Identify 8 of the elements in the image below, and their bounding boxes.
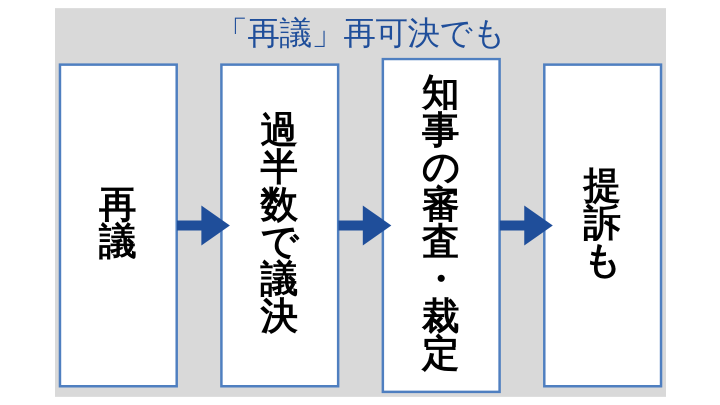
arrow bbox=[176, 206, 230, 246]
node-box: 知事の審査・裁定 bbox=[381, 58, 500, 394]
node-box: 提訴も bbox=[542, 63, 662, 388]
arrow bbox=[499, 206, 552, 246]
node-box: 過半数で議決 bbox=[220, 63, 339, 388]
diagram-title: 「再議」再可決でも bbox=[215, 14, 505, 52]
node-box: 再議 bbox=[58, 63, 178, 388]
arrow bbox=[338, 206, 391, 246]
